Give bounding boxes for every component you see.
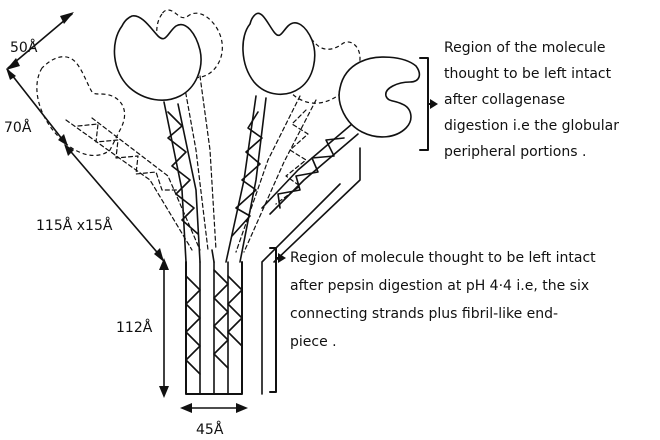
bracket-pepsin-tip bbox=[278, 253, 286, 263]
dashed-zigzag-3 bbox=[275, 109, 309, 205]
dashed-strand-3 bbox=[235, 95, 301, 253]
strand-center bbox=[211, 249, 215, 263]
strand-mid-b bbox=[239, 97, 267, 263]
bracket-globular-tip bbox=[430, 99, 438, 109]
annotation-pepsin: Region of molecule thought to be left in… bbox=[290, 250, 596, 350]
arrowhead-45-b bbox=[236, 403, 248, 413]
dashed-zigzag-1 bbox=[77, 123, 179, 191]
solid-strands bbox=[163, 95, 359, 263]
head-right bbox=[338, 56, 421, 138]
arrowhead-115-a bbox=[64, 144, 74, 156]
pepsin-line-4: piece . bbox=[290, 334, 337, 350]
label-115x15: 115Å x15Å bbox=[36, 217, 113, 234]
dashed-strands bbox=[65, 71, 317, 253]
dashed-head-left bbox=[36, 56, 126, 157]
globular-line-4: digestion i.e the globular bbox=[444, 118, 619, 134]
arrowhead-112-a bbox=[159, 258, 169, 270]
arrowhead-70-a bbox=[6, 68, 16, 80]
globular-line-1: Region of the molecule bbox=[444, 40, 606, 56]
dashed-strand-1 bbox=[65, 119, 193, 251]
stem-zigzag-2 bbox=[213, 269, 229, 369]
solid-heads bbox=[113, 12, 421, 138]
head-left bbox=[113, 15, 202, 101]
globular-line-5: peripheral portions . bbox=[444, 144, 586, 160]
dim-line-115 bbox=[65, 145, 163, 259]
arrowhead-50-b bbox=[60, 12, 74, 24]
dashed-strand-2b bbox=[199, 75, 217, 251]
dim-line-50 bbox=[7, 13, 73, 69]
brackets bbox=[269, 57, 438, 393]
dimension-labels: 50Å 70Å 115Å x15Å 112Å 45Å bbox=[4, 39, 224, 438]
zigzag-mid bbox=[231, 111, 263, 237]
bracket-pepsin bbox=[269, 247, 283, 393]
label-50: 50Å bbox=[10, 39, 38, 56]
pepsin-line-1: Region of molecule thought to be left in… bbox=[290, 250, 596, 266]
label-112: 112Å bbox=[116, 319, 153, 336]
dim-line-70 bbox=[7, 69, 67, 145]
dashed-strand-3b bbox=[243, 99, 317, 253]
stem-zigzag-3 bbox=[227, 275, 243, 347]
zigzag-right bbox=[277, 137, 345, 209]
strand-left-b bbox=[177, 103, 201, 263]
strand-left-a bbox=[163, 101, 187, 263]
annotation-globular: Region of the molecule thought to be lef… bbox=[444, 40, 619, 160]
strand-right-b bbox=[269, 133, 359, 215]
arrowhead-115-b bbox=[154, 248, 164, 262]
label-70: 70Å bbox=[4, 119, 32, 136]
pepsin-line-2: after pepsin digestion at pH 4·4 i.e, th… bbox=[290, 278, 589, 294]
head-mid bbox=[242, 12, 316, 95]
dashed-strand-2 bbox=[181, 71, 209, 251]
arrowhead-45-a bbox=[180, 403, 192, 413]
stem-zigzag-1 bbox=[185, 275, 201, 375]
label-45: 45Å bbox=[196, 421, 224, 438]
stem bbox=[185, 261, 243, 395]
strand-right-a bbox=[261, 123, 353, 209]
strand-mid-a bbox=[225, 95, 257, 263]
globular-line-3: after collagenase bbox=[444, 92, 565, 108]
dashed-strand-1b bbox=[91, 117, 201, 251]
dimension-lines bbox=[6, 12, 248, 413]
arrowhead-112-b bbox=[159, 386, 169, 398]
zigzag-left bbox=[167, 111, 199, 235]
globular-line-2: thought to be left intact bbox=[444, 66, 612, 82]
pepsin-line-3: connecting strands plus fibril-like end- bbox=[290, 306, 558, 322]
arrowhead-50-a bbox=[6, 58, 20, 70]
arrowhead-70-b bbox=[58, 134, 68, 146]
